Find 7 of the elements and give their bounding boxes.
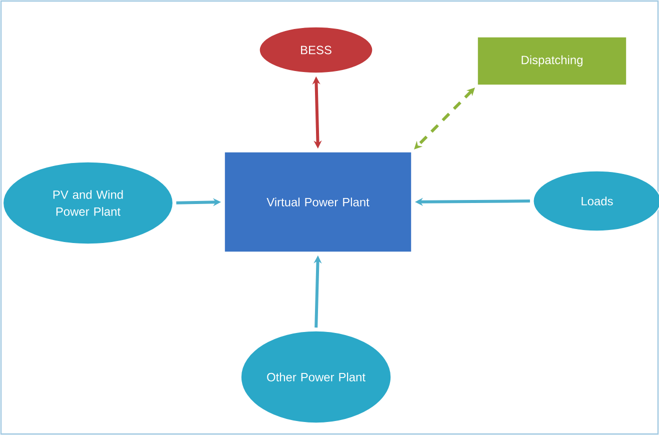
process-box: Dispatching: [477, 36, 627, 86]
oval-node: Loads: [532, 170, 659, 232]
oval-node: BESS: [259, 26, 373, 74]
process-box: Virtual Power Plant: [224, 152, 412, 252]
oval-node: PV and Wind Power Plant: [2, 162, 174, 244]
oval-node: Other Power Plant: [240, 330, 392, 424]
arrow: [414, 88, 475, 150]
